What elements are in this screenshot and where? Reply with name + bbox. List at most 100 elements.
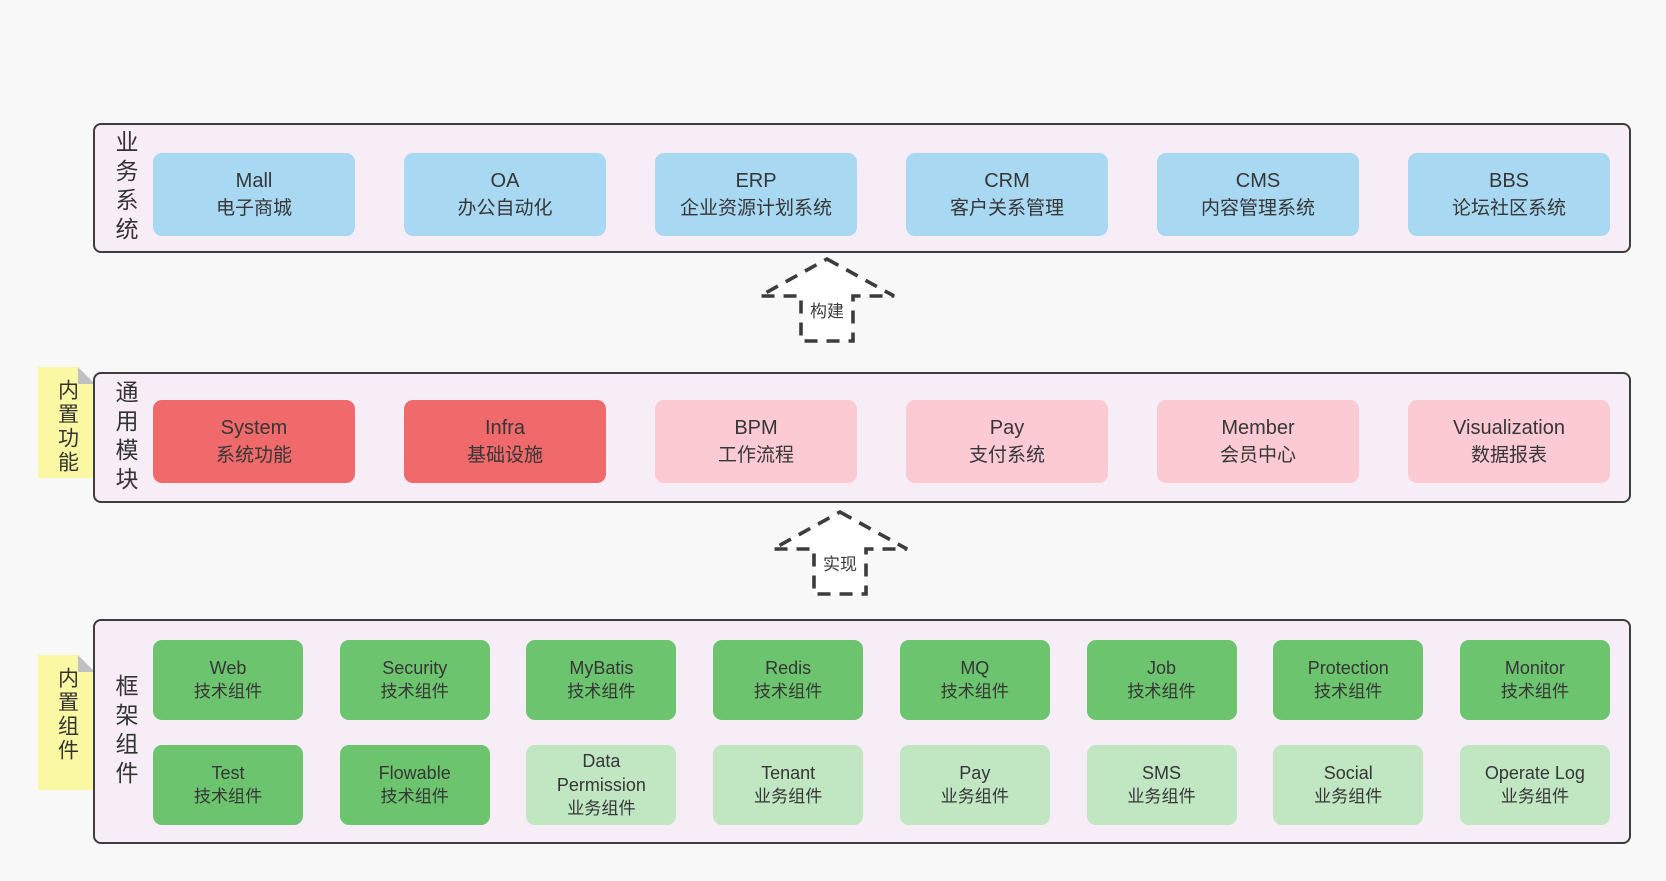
node-name-en: Mall [235,169,273,192]
node-flowable: Flowable 技术组件 [339,745,490,825]
arrow-build-label: 构建 [807,296,847,323]
node-visualization: Visualization 数据报表 [1408,400,1610,483]
layer-title-framework-components: 框架组件 [112,673,138,790]
node-bpm: BPM 工作流程 [655,400,857,483]
node-pay: Pay 支付系统 [906,400,1108,483]
node-oa: OA 办公自动化 [404,153,606,236]
node-name-en: Web [209,658,247,678]
node-name-en: BBS [1488,169,1530,192]
node-name-zh: 技术组件 [1314,682,1383,701]
node-test: Test 技术组件 [153,745,303,825]
framework-components-row-1: Web 技术组件 Security 技术组件 MyBatis 技术组件 Redi… [153,640,1610,720]
node-name-zh: 技术组件 [567,682,636,701]
layer-common-modules: 通用模块 System 系统功能 Infra 基础设施 BPM 工作流程 Pay… [93,372,1631,503]
node-name-en: Data Permission [556,751,646,795]
node-name-en: Member [1221,416,1295,439]
node-name-en: Test [211,763,245,783]
node-name-zh: 技术组件 [380,682,449,701]
node-name-en: CRM [984,169,1030,192]
node-name-zh: 业务组件 [1314,787,1383,806]
node-name-zh: 论坛社区系统 [1451,197,1566,219]
node-name-zh: 业务组件 [1127,787,1196,806]
note-built-in-components: 内置组件 [38,655,95,790]
common-modules-row: System 系统功能 Infra 基础设施 BPM 工作流程 Pay 支付系统… [153,400,1610,483]
node-name-en: Tenant [761,763,816,783]
node-name-zh: 业务组件 [567,799,636,818]
layer-title-common-modules: 通用模块 [112,379,138,496]
node-name-en: Pay [989,416,1025,439]
node-pay-business: Pay 业务组件 [899,745,1050,825]
node-web: Web 技术组件 [153,640,303,720]
node-operate-log: Operate Log 业务组件 [1459,745,1610,825]
node-name-zh: 技术组件 [1500,682,1570,701]
node-name-zh: 企业资源计划系统 [679,197,832,219]
node-crm: CRM 客户关系管理 [906,153,1108,236]
node-name-en: Infra [484,416,526,439]
note-text: 内置组件 [55,667,79,763]
node-social: Social 业务组件 [1273,745,1424,825]
arrow-implement: 实现 [770,509,910,597]
node-name-en: Flowable [378,763,451,783]
note-built-in-features: 内置功能 [38,367,95,478]
node-name-en: Visualization [1453,416,1565,439]
node-name-en: SMS [1142,763,1182,783]
node-monitor: Monitor 技术组件 [1459,640,1610,720]
node-name-en: CMS [1235,169,1281,192]
node-name-zh: 技术组件 [753,682,823,701]
arrow-build: 构建 [757,256,897,344]
node-name-zh: 办公自动化 [457,197,553,219]
node-mybatis: MyBatis 技术组件 [526,640,677,720]
node-name-zh: 技术组件 [193,787,263,806]
node-name-en: MQ [960,658,990,678]
note-text: 内置功能 [55,379,79,475]
node-name-zh: 技术组件 [940,682,1009,701]
node-name-zh: 数据报表 [1470,444,1547,466]
node-protection: Protection 技术组件 [1273,640,1424,720]
node-name-en: OA [490,169,520,192]
node-job: Job 技术组件 [1086,640,1237,720]
layer-business-systems: 业务系统 Mall 电子商城 OA 办公自动化 ERP 企业资源计划系统 CRM… [93,123,1631,253]
node-name-zh: 基础设施 [466,444,543,466]
node-security: Security 技术组件 [339,640,490,720]
business-systems-row: Mall 电子商城 OA 办公自动化 ERP 企业资源计划系统 CRM 客户关系… [153,153,1610,236]
node-name-en: Pay [959,763,991,783]
node-name-en: Redis [765,658,812,678]
node-name-zh: 电子商城 [215,197,292,219]
node-name-en: Monitor [1504,658,1565,678]
node-name-zh: 技术组件 [1127,682,1196,701]
node-redis: Redis 技术组件 [713,640,864,720]
framework-components-row-2: Test 技术组件 Flowable 技术组件 Data Permission … [153,745,1610,825]
node-data-permission: Data Permission 业务组件 [526,745,677,825]
node-name-zh: 技术组件 [380,787,449,806]
node-name-en: Security [382,658,448,678]
node-name-en: BPM [734,416,778,439]
node-tenant: Tenant 业务组件 [713,745,864,825]
node-member: Member 会员中心 [1157,400,1359,483]
layer-title-business-systems: 业务系统 [112,130,138,246]
node-name-zh: 业务组件 [753,787,823,806]
node-name-en: Social [1323,763,1373,783]
node-name-zh: 客户关系管理 [949,197,1064,219]
node-mall: Mall 电子商城 [153,153,355,236]
node-infra: Infra 基础设施 [404,400,606,483]
node-name-zh: 工作流程 [717,444,794,466]
arrow-implement-label: 实现 [820,549,860,576]
node-name-en: MyBatis [569,658,634,678]
node-name-zh: 会员中心 [1219,444,1296,466]
node-name-zh: 技术组件 [193,682,263,701]
node-erp: ERP 企业资源计划系统 [655,153,857,236]
node-name-en: Protection [1307,658,1389,678]
node-sms: SMS 业务组件 [1086,745,1237,825]
node-name-en: System [220,416,288,439]
node-name-en: Operate Log [1484,763,1585,783]
node-name-zh: 内容管理系统 [1200,197,1315,219]
node-name-zh: 系统功能 [215,444,292,466]
node-bbs: BBS 论坛社区系统 [1408,153,1610,236]
node-system: System 系统功能 [153,400,355,483]
node-name-zh: 支付系统 [968,444,1045,466]
node-cms: CMS 内容管理系统 [1157,153,1359,236]
node-name-en: Job [1147,658,1177,678]
layer-framework-components: 框架组件 Web 技术组件 Security 技术组件 MyBatis 技术组件… [93,619,1631,844]
node-name-zh: 业务组件 [1500,787,1570,806]
